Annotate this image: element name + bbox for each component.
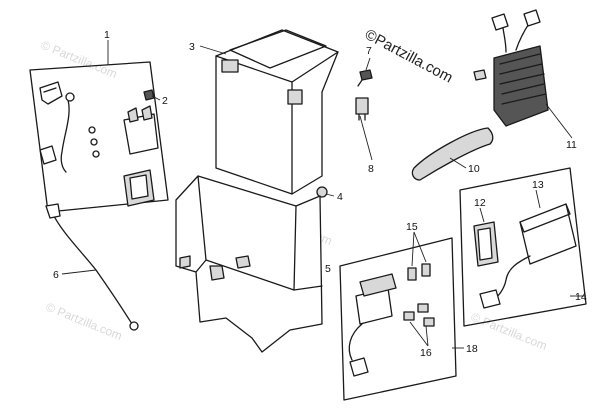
fuse (355, 97, 369, 121)
battery-strap (411, 127, 494, 181)
terminal-cable (60, 92, 75, 173)
battery (215, 29, 339, 195)
callout-5: 5 (325, 263, 331, 275)
callout-3: 3 (189, 41, 195, 53)
watermark-faint: © Partzilla.com (39, 38, 119, 81)
callout-10: 10 (468, 163, 480, 175)
clip (143, 89, 155, 101)
callout-14: 14 (575, 291, 587, 303)
tilt-sensor (473, 221, 499, 267)
callout-7: 7 (366, 45, 372, 57)
relay-block (123, 105, 159, 155)
terminal-cover (39, 81, 63, 105)
watermark-faint: © Partzilla.com (44, 300, 124, 343)
callout-6: 6 (53, 269, 59, 281)
callout-1: 1 (104, 29, 110, 41)
battery-box (175, 175, 323, 353)
callout-12: 12 (474, 197, 486, 209)
terminal-bolts (88, 126, 100, 158)
control-unit (479, 203, 577, 309)
leader-lines (61, 40, 586, 349)
callout-labels: 1 2 3 4 5 6 7 8 10 11 12 13 14 15 16 18 (53, 29, 587, 359)
callout-2: 2 (162, 95, 168, 107)
fuse-box (348, 273, 397, 377)
watermark-faint: © Partzilla.com (469, 310, 549, 353)
group-18-frame (339, 237, 457, 401)
callout-8: 8 (368, 163, 374, 175)
nut (316, 186, 328, 198)
callout-18: 18 (466, 343, 478, 355)
fuses-16 (403, 303, 435, 327)
callout-13: 13 (532, 179, 544, 191)
callout-15: 15 (406, 221, 418, 233)
regulator (473, 9, 549, 127)
group-1-frame (29, 61, 169, 213)
callout-4: 4 (337, 191, 343, 203)
cushion-block (123, 169, 155, 207)
callout-11: 11 (566, 139, 577, 151)
fuses-15 (407, 263, 431, 281)
callout-16: 16 (420, 347, 432, 359)
terminal-connector (39, 145, 57, 165)
bolt (357, 69, 373, 87)
group-14-frame (459, 167, 587, 327)
